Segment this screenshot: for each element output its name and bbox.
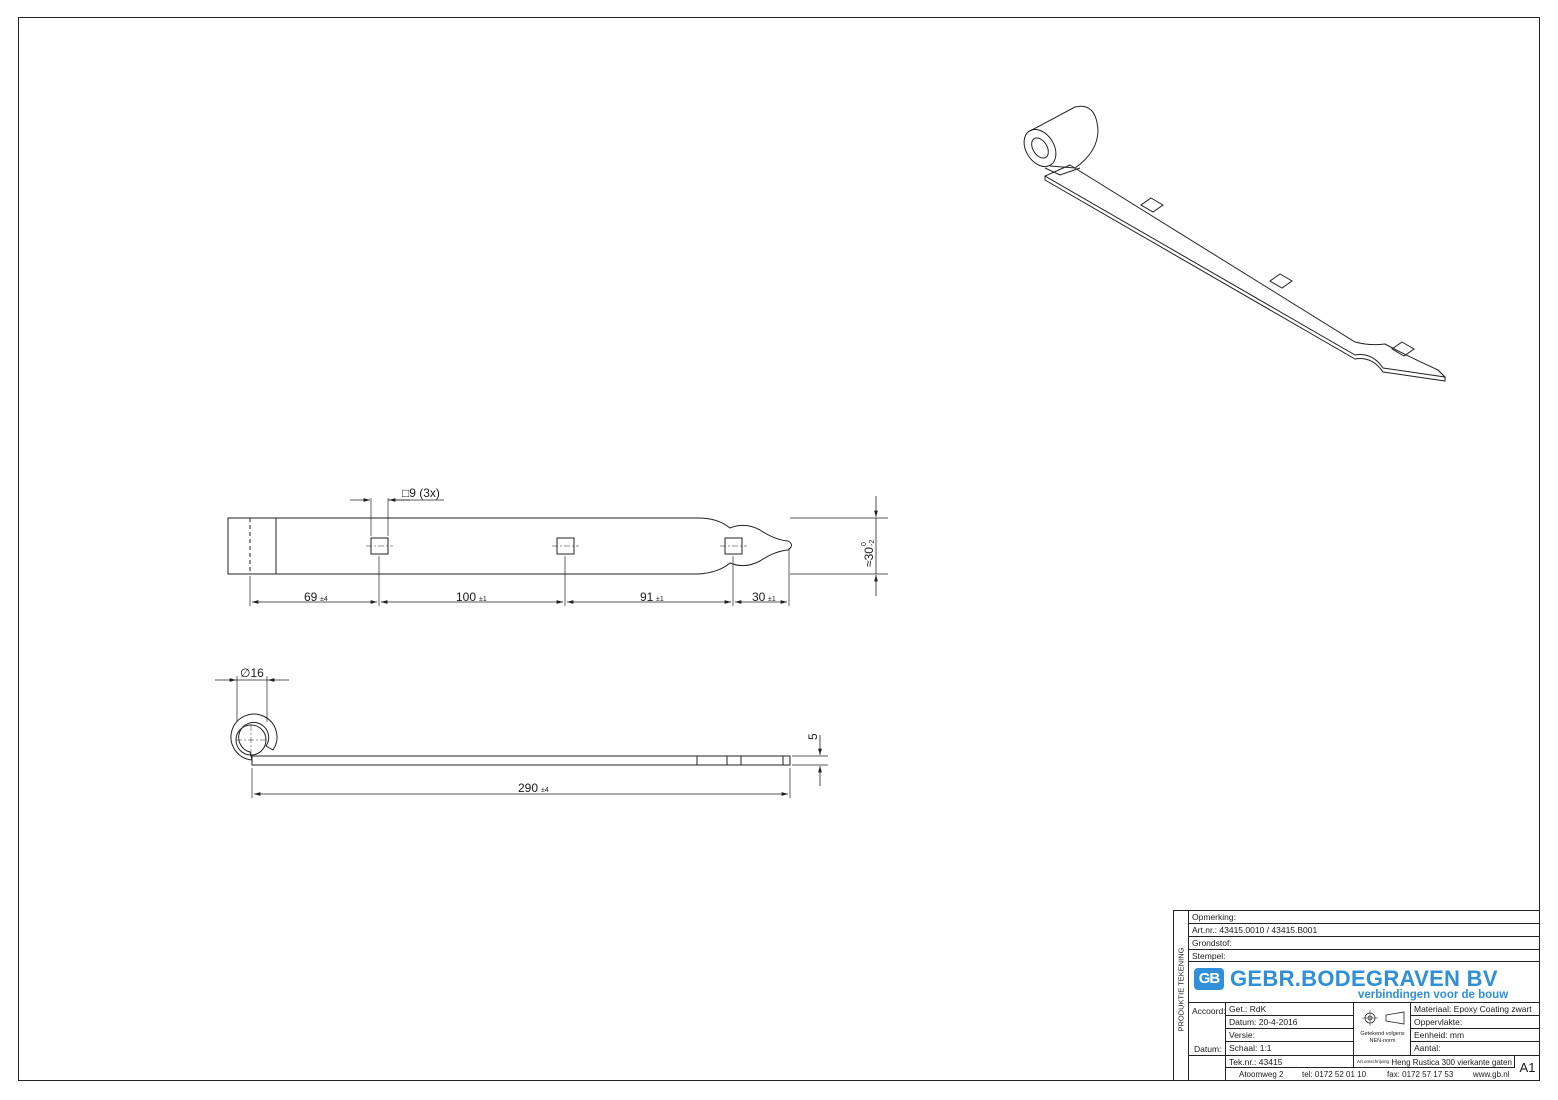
teknr-cell: Tek.nr.: 43415 xyxy=(1226,1056,1354,1068)
width-dim: ≈30 xyxy=(862,547,876,567)
stempel-row: Stempel: xyxy=(1188,950,1540,962)
norm-text-1: Getekend volgens xyxy=(1360,1031,1405,1037)
norm-cell: Getekend volgens NEN-norm xyxy=(1354,1003,1411,1056)
produktie-tekening-label: PRODUKTIE TEKENING xyxy=(1176,947,1186,1032)
contact-row: Atoomweg 2 tel: 0172 52 01 10 fax: 0172 … xyxy=(1226,1068,1515,1080)
dim-30-tol: ±1 xyxy=(768,596,776,603)
grondstof-row: Grondstof: xyxy=(1188,937,1540,950)
datum-cell: Datum: 20-4-2016 xyxy=(1226,1016,1354,1029)
title-block-side: PRODUKTIE TEKENING xyxy=(1174,911,1189,1080)
logo-badge: GB xyxy=(1194,968,1224,990)
aantal-cell: Aantal: xyxy=(1411,1042,1540,1056)
format-cell: A1 xyxy=(1519,1060,1536,1075)
schaal-cell: Schaal: 1:1 xyxy=(1226,1042,1354,1056)
width-tol-lower: -2 xyxy=(869,540,876,546)
isometric-view xyxy=(1023,105,1447,382)
accoord-blank xyxy=(1188,1056,1226,1080)
top-view xyxy=(227,496,888,606)
norm-text-2: NEN-norm xyxy=(1369,1038,1396,1044)
hole-spec: □9 (3x) xyxy=(402,486,440,500)
top-view-labels: 69 ±4 100 ±1 91 ±1 30 ±1 □9 (3x) ≈30 0 -… xyxy=(304,486,876,604)
dim-69: 69 xyxy=(304,590,318,604)
side-view xyxy=(215,676,828,798)
accoord-cell: Accoord: Datum: xyxy=(1188,1003,1226,1056)
artnr-row: Art.nr.: 43415.0010 / 43415.B001 xyxy=(1188,924,1540,937)
address: Atoomweg 2 xyxy=(1239,1070,1284,1079)
dim-91: 91 xyxy=(640,590,654,604)
fax: fax: 0172 57 17 53 xyxy=(1387,1070,1454,1079)
oppervlakte-cell: Oppervlakte: xyxy=(1411,1016,1540,1029)
opmerking-row: Opmerking: xyxy=(1188,911,1540,924)
dim-91-tol: ±1 xyxy=(656,596,664,603)
thickness-dim: 5 xyxy=(806,733,820,740)
datum-signoff-label: Datum: xyxy=(1194,1044,1222,1054)
versie-cell: Versie: xyxy=(1226,1029,1354,1042)
telephone: tel: 0172 52 01 10 xyxy=(1302,1070,1367,1079)
dim-290-tol: ±4 xyxy=(541,787,549,794)
company-logo: GB GEBR.BODEGRAVEN BV verbindingen voor … xyxy=(1188,962,1540,1003)
company-slogan: verbindingen voor de bouw xyxy=(1358,989,1509,1001)
eenheid-cell: Eenheid: mm xyxy=(1411,1029,1540,1042)
art-omschrijving: Heng Rustica 300 vierkante gaten xyxy=(1391,1058,1512,1067)
getekend-cell: Get.: RdK xyxy=(1226,1003,1354,1016)
dim-100: 100 xyxy=(456,590,476,604)
diameter-dim: ∅16 xyxy=(240,666,264,680)
title-block: PRODUKTIE TEKENING Opmerking: Art.nr.: 4… xyxy=(1173,910,1540,1081)
dim-30: 30 xyxy=(752,590,766,604)
website: www.gb.nl xyxy=(1473,1070,1510,1079)
side-view-labels: ∅16 290 ±4 5 xyxy=(240,666,820,795)
dim-100-tol: ±1 xyxy=(479,596,487,603)
art-omschrijving-label: Art.omschrijving xyxy=(1357,1059,1390,1064)
width-tol-upper: 0 xyxy=(861,542,868,546)
company-name: GEBR.BODEGRAVEN BV xyxy=(1230,966,1498,991)
drawing-frame xyxy=(18,17,1540,1081)
accoord-label: Accoord: xyxy=(1192,1006,1226,1016)
projection-symbol-icon xyxy=(1362,1010,1405,1026)
dim-69-tol: ±4 xyxy=(320,596,328,603)
dim-290: 290 xyxy=(518,781,538,795)
materiaal-cell: Materiaal: Epoxy Coating zwart xyxy=(1411,1003,1540,1016)
omschrijving-cell: Art.omschrijving Heng Rustica 300 vierka… xyxy=(1354,1056,1515,1068)
